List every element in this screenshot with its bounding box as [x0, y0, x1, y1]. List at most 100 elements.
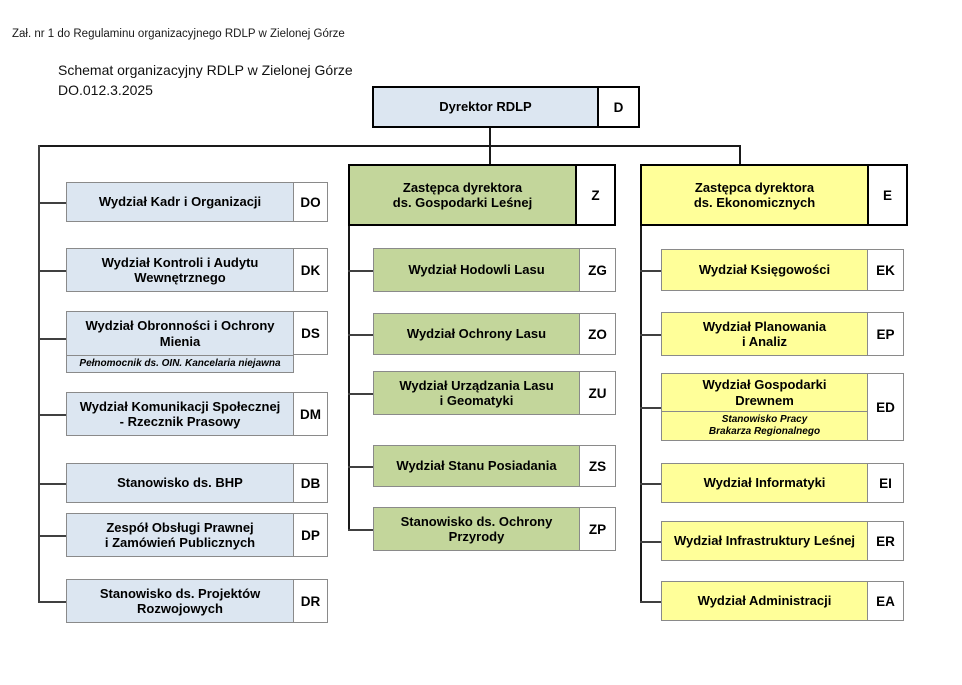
connector-deputy-e-down: [739, 145, 741, 167]
connector-stub-zs: [348, 466, 373, 468]
node-unit-zo-body: Wydział Ochrony Lasu: [373, 313, 580, 355]
connector-stub-zo: [348, 334, 373, 336]
connector-stub-zu: [348, 393, 373, 395]
node-deputy-economic[interactable]: Zastępca dyrektora ds. Ekonomicznych E: [640, 164, 908, 226]
node-unit-er-label: Wydział Infrastruktury Leśnej: [673, 533, 856, 549]
node-unit-ed-body: Wydział Gospodarki Drewnem Stanowisko Pr…: [661, 373, 868, 441]
node-unit-dm-body: Wydział Komunikacji Społecznej - Rzeczni…: [66, 392, 294, 436]
node-unit-ek[interactable]: Wydział Księgowości EK: [661, 249, 904, 291]
node-unit-ep[interactable]: Wydział Planowania i Analiz EP: [661, 312, 904, 356]
node-deputy-forestry-code: Z: [576, 164, 616, 226]
node-unit-zu-body: Wydział Urządzania Lasu i Geomatyki: [373, 371, 580, 415]
node-unit-db-body: Stanowisko ds. BHP: [66, 463, 294, 503]
node-unit-ds-label: Wydział Obronności i Ochrony Mienia: [85, 318, 275, 349]
connector-main-bus: [38, 145, 740, 147]
node-unit-zs-label: Wydział Stanu Posiadania: [396, 458, 557, 474]
connector-stub-zp: [348, 529, 373, 531]
annex-note: Zał. nr 1 do Regulaminu organizacyjnego …: [12, 28, 345, 40]
node-unit-dk-label: Wydział Kontroli i Audytu Wewnętrznego: [101, 254, 259, 285]
node-unit-zg-label: Wydział Hodowli Lasu: [408, 262, 545, 278]
node-unit-dm[interactable]: Wydział Komunikacji Społecznej - Rzeczni…: [66, 392, 328, 436]
node-director-body: Dyrektor RDLP: [372, 86, 598, 128]
connector-stub-ea: [640, 601, 661, 603]
node-unit-ds-body: Wydział Obronności i Ochrony Mienia Pełn…: [66, 311, 294, 373]
connector-stub-ds: [38, 338, 66, 340]
node-deputy-economic-body: Zastępca dyrektora ds. Ekonomicznych: [640, 164, 868, 226]
node-deputy-economic-code: E: [868, 164, 908, 226]
node-unit-ei-code: EI: [868, 463, 904, 503]
node-unit-dr[interactable]: Stanowisko ds. Projektów Rozwojowych DR: [66, 579, 328, 623]
node-unit-ep-body: Wydział Planowania i Analiz: [661, 312, 868, 356]
connector-green-bus: [348, 225, 350, 530]
node-unit-zg[interactable]: Wydział Hodowli Lasu ZG: [373, 248, 616, 292]
connector-stub-ed: [640, 407, 661, 409]
node-unit-ds[interactable]: Wydział Obronności i Ochrony Mienia Pełn…: [66, 311, 328, 373]
connector-stub-ek: [640, 270, 661, 272]
node-unit-ei-body: Wydział Informatyki: [661, 463, 868, 503]
node-unit-ek-body: Wydział Księgowości: [661, 249, 868, 291]
connector-deputy-z-down: [489, 145, 491, 167]
connector-stub-dr: [38, 601, 66, 603]
node-unit-dp-body: Zespół Obsługi Prawnej i Zamówień Public…: [66, 513, 294, 557]
node-unit-zp-code: ZP: [580, 507, 616, 551]
node-unit-zp[interactable]: Stanowisko ds. Ochrony Przyrody ZP: [373, 507, 616, 551]
node-unit-zs[interactable]: Wydział Stanu Posiadania ZS: [373, 445, 616, 487]
node-unit-dm-code: DM: [294, 392, 328, 436]
node-unit-ei-label: Wydział Informatyki: [703, 475, 826, 491]
node-unit-zo-code: ZO: [580, 313, 616, 355]
node-unit-zo[interactable]: Wydział Ochrony Lasu ZO: [373, 313, 616, 355]
connector-stub-dp: [38, 535, 66, 537]
node-unit-do-body: Wydział Kadr i Organizacji: [66, 182, 294, 222]
node-unit-dr-code: DR: [294, 579, 328, 623]
node-unit-ed-substrip: Stanowisko Pracy Brakarza Regionalnego: [662, 411, 867, 440]
node-unit-ea-code: EA: [868, 581, 904, 621]
node-unit-ed[interactable]: Wydział Gospodarki Drewnem Stanowisko Pr…: [661, 373, 904, 441]
node-unit-ep-code: EP: [868, 312, 904, 356]
node-unit-zu[interactable]: Wydział Urządzania Lasu i Geomatyki ZU: [373, 371, 616, 415]
node-unit-ea-label: Wydział Administracji: [697, 593, 832, 609]
node-deputy-forestry-label: Zastępca dyrektora ds. Gospodarki Leśnej: [392, 179, 533, 210]
node-unit-ds-code: DS: [294, 311, 328, 355]
node-unit-er[interactable]: Wydział Infrastruktury Leśnej ER: [661, 521, 904, 561]
node-unit-dk[interactable]: Wydział Kontroli i Audytu Wewnętrznego D…: [66, 248, 328, 292]
node-unit-zu-label: Wydział Urządzania Lasu i Geomatyki: [399, 377, 554, 408]
node-unit-ea-body: Wydział Administracji: [661, 581, 868, 621]
connector-stub-zg: [348, 270, 373, 272]
node-unit-ed-code: ED: [868, 373, 904, 441]
node-unit-zg-body: Wydział Hodowli Lasu: [373, 248, 580, 292]
node-unit-dk-code: DK: [294, 248, 328, 292]
node-unit-ei[interactable]: Wydział Informatyki EI: [661, 463, 904, 503]
node-unit-ea[interactable]: Wydział Administracji EA: [661, 581, 904, 621]
connector-stub-ei: [640, 483, 661, 485]
connector-stub-dm: [38, 414, 66, 416]
node-unit-zp-body: Stanowisko ds. Ochrony Przyrody: [373, 507, 580, 551]
connector-left-bus: [38, 145, 40, 603]
node-deputy-economic-label: Zastępca dyrektora ds. Ekonomicznych: [693, 179, 816, 210]
node-unit-zp-label: Stanowisko ds. Ochrony Przyrody: [400, 513, 553, 544]
node-director-label: Dyrektor RDLP: [439, 99, 532, 115]
node-unit-dr-label: Stanowisko ds. Projektów Rozwojowych: [99, 585, 261, 616]
node-unit-do-label: Wydział Kadr i Organizacji: [98, 194, 262, 210]
node-unit-zg-code: ZG: [580, 248, 616, 292]
node-unit-dp-label: Zespół Obsługi Prawnej i Zamówień Public…: [104, 519, 256, 550]
node-unit-zs-body: Wydział Stanu Posiadania: [373, 445, 580, 487]
node-director[interactable]: Dyrektor RDLP D: [372, 86, 640, 128]
connector-stub-do: [38, 202, 66, 204]
node-unit-dk-body: Wydział Kontroli i Audytu Wewnętrznego: [66, 248, 294, 292]
node-unit-dp[interactable]: Zespół Obsługi Prawnej i Zamówień Public…: [66, 513, 328, 557]
node-unit-do[interactable]: Wydział Kadr i Organizacji DO: [66, 182, 328, 222]
node-unit-db[interactable]: Stanowisko ds. BHP DB: [66, 463, 328, 503]
connector-stub-dk: [38, 270, 66, 272]
node-unit-ek-label: Wydział Księgowości: [698, 262, 831, 278]
node-unit-dm-label: Wydział Komunikacji Społecznej - Rzeczni…: [79, 398, 281, 429]
node-unit-er-body: Wydział Infrastruktury Leśnej: [661, 521, 868, 561]
node-unit-dr-body: Stanowisko ds. Projektów Rozwojowych: [66, 579, 294, 623]
node-unit-ep-label: Wydział Planowania i Analiz: [702, 318, 827, 349]
node-unit-ds-substrip: Pełnomocnik ds. OIN. Kancelaria niejawna: [67, 355, 293, 372]
node-unit-dp-code: DP: [294, 513, 328, 557]
node-deputy-forestry[interactable]: Zastępca dyrektora ds. Gospodarki Leśnej…: [348, 164, 616, 226]
node-unit-db-code: DB: [294, 463, 328, 503]
connector-stub-er: [640, 541, 661, 543]
node-unit-zs-code: ZS: [580, 445, 616, 487]
